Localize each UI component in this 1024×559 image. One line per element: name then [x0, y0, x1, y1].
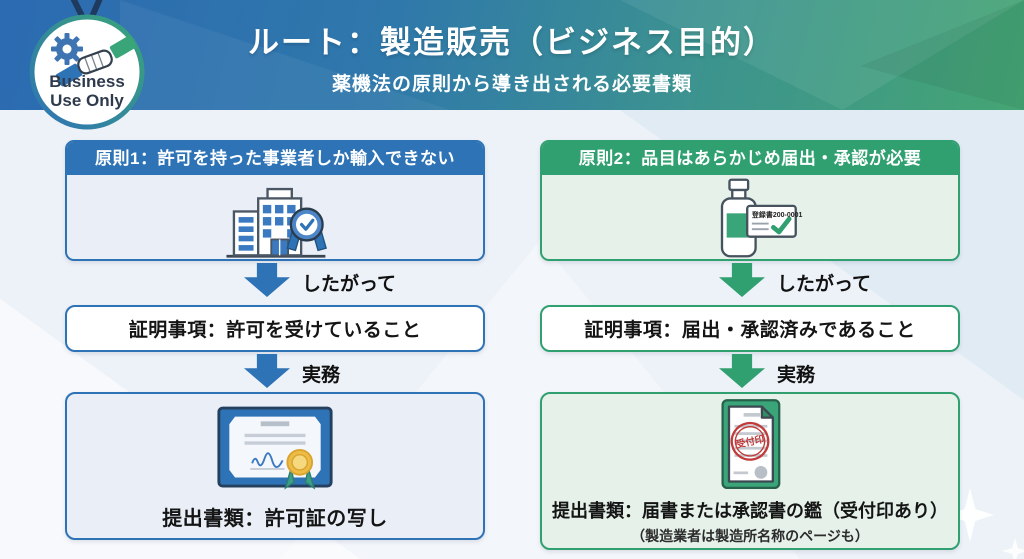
- sparkle-decoration: [1002, 538, 1024, 559]
- result-1-text: 提出書類：許可証の写し: [162, 508, 388, 530]
- principle-1-title: 原則1：許可を持った事業者しか輸入できない: [67, 142, 483, 175]
- page-title: ルート：製造販売（ビジネス目的）: [248, 25, 776, 60]
- down-arrow-icon: [244, 263, 290, 297]
- ribbon-check-icon: [286, 207, 327, 251]
- principle-2-title: 原則2：品目はあらかじめ届出・承認が必要: [542, 142, 958, 175]
- building-icon: [226, 187, 327, 258]
- down-arrow-icon: [244, 354, 290, 388]
- page-subtitle: 薬機法の原則から導き出される必要書類: [331, 74, 692, 95]
- down-arrow-icon: [719, 354, 765, 388]
- principle-1-illustration: [67, 175, 483, 259]
- stamped-document-icon: 受付印: [721, 399, 781, 490]
- practice-label: 実務: [777, 365, 816, 386]
- badge-line1: Business: [49, 72, 125, 91]
- practice-label: 実務: [302, 365, 341, 386]
- down-arrow-icon: [719, 263, 765, 297]
- result-1-box: 提出書類：許可証の写し: [65, 392, 485, 540]
- principle-2-illustration: 登録書200-0001: [542, 175, 958, 259]
- statement-1-box: 証明事項：許可を受けていること: [65, 305, 485, 352]
- handshake-icon: [55, 35, 137, 87]
- therefore-label: したがって: [302, 274, 397, 295]
- principle-2-box: 原則2：品目はあらかじめ届出・承認が必要 登録書200-0001: [540, 140, 960, 261]
- bottle-icon: 登録書200-0001: [720, 178, 803, 257]
- principle-1-box: 原則1：許可を持った事業者しか輸入できない: [65, 140, 485, 261]
- result-2-box: 受付印 提出書類：届書または承認書の鑑（受付印あり） （製造業者は製造所名称のペ…: [540, 392, 960, 550]
- result-2-note: （製造業者は製造所名称のページも）: [631, 528, 869, 544]
- business-use-only-badge: Business Use Only: [29, 0, 145, 130]
- header-text: ルート：製造販売（ビジネス目的） 薬機法の原則から導き出される必要書類: [0, 0, 1024, 96]
- certificate-icon: [217, 406, 333, 490]
- therefore-label: したがって: [777, 274, 872, 295]
- registration-card: 登録書200-0001: [746, 204, 803, 238]
- registration-card-label: 登録書200-0001: [751, 210, 803, 219]
- badge-line2: Use Only: [50, 91, 124, 110]
- statement-2-box: 証明事項：届出・承認済みであること: [540, 305, 960, 352]
- gear-icon: [51, 33, 83, 65]
- result-2-text: 提出書類：届書または承認書の鑑（受付印あり）: [552, 501, 948, 521]
